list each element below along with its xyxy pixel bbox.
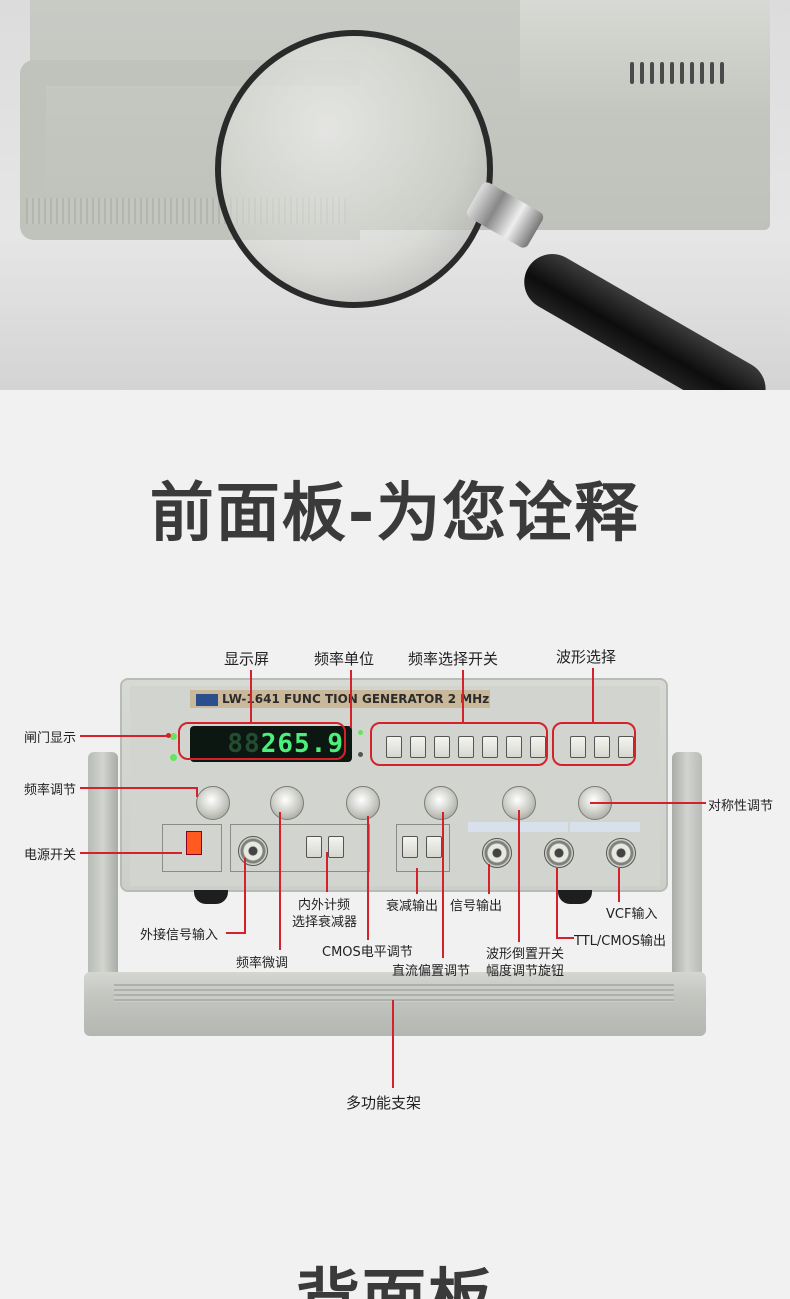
callout-inv-1: 波形倒置开关 <box>486 947 565 962</box>
callout-stand: 多功能支架 <box>346 1094 422 1112</box>
brand-logo <box>196 693 218 706</box>
callout-range-switch: 频率选择开关 <box>408 650 499 668</box>
att-40db-button[interactable] <box>426 836 442 858</box>
function-button[interactable] <box>594 736 610 758</box>
range-button[interactable] <box>458 736 474 758</box>
function-button[interactable] <box>570 736 586 758</box>
counter-att-button[interactable] <box>328 836 344 858</box>
gate-led <box>170 733 177 740</box>
callout-ext-input: 外接信号输入 <box>140 928 219 943</box>
range-button[interactable] <box>434 736 450 758</box>
stand-grip <box>84 972 706 1036</box>
int-ext-button[interactable] <box>306 836 322 858</box>
power-box <box>162 824 222 872</box>
frequency-knob[interactable] <box>196 786 230 820</box>
hz-led <box>358 730 363 735</box>
counter-box <box>230 824 370 872</box>
vent-slot <box>710 62 714 84</box>
callout-power: 电源开关 <box>24 848 77 863</box>
callout-freq-adjust: 频率调节 <box>24 783 77 798</box>
highlight-function <box>552 722 636 766</box>
vent-slot <box>720 62 724 84</box>
section-title: 前面板-为您诠释 <box>149 477 641 551</box>
magnifier-handle <box>514 243 776 390</box>
callout-vcf: VCF输入 <box>606 907 658 922</box>
vent-slot <box>680 62 684 84</box>
callout-dc-offset: 直流偏置调节 <box>392 964 471 979</box>
ttl-out-bnc-connector-icon[interactable] <box>544 838 574 868</box>
att-20db-button[interactable] <box>402 836 418 858</box>
counter-input-bnc-connector-icon[interactable] <box>238 836 268 866</box>
output-bnc-connector-icon[interactable] <box>482 838 512 868</box>
callout-att-out: 衰减输出 <box>386 899 439 914</box>
product-photo-top <box>0 0 790 390</box>
range-button[interactable] <box>482 736 498 758</box>
panel-face: LW-1641 FUNC TION GENERATOR 2 MHz 88265.… <box>130 686 660 886</box>
function-generator-front-panel: LW-1641 FUNC TION GENERATOR 2 MHz 88265.… <box>120 678 668 904</box>
gate-led <box>170 754 177 761</box>
att-box <box>396 824 450 872</box>
callout-waveform: 波形选择 <box>556 648 617 666</box>
callout-int-ext-2: 选择衰减器 <box>292 915 358 930</box>
highlight-range <box>370 722 548 766</box>
device-foot <box>194 890 228 904</box>
power-switch[interactable] <box>186 831 202 855</box>
callout-fine: 频率微调 <box>236 956 289 971</box>
device-case-top <box>520 0 770 110</box>
device-foot <box>558 890 592 904</box>
callout-display: 显示屏 <box>224 650 270 668</box>
stand-side-left <box>88 752 118 1012</box>
stand-side-right <box>672 752 702 1012</box>
vent-slot <box>650 62 654 84</box>
callout-ttl: TTL/CMOS输出 <box>574 934 667 949</box>
cmos-level-knob[interactable] <box>346 786 380 820</box>
vent-slot <box>660 62 664 84</box>
callout-inv-2: 幅度调节旋钮 <box>486 964 565 979</box>
callout-gate: 闸门显示 <box>24 731 77 746</box>
vcf-strip <box>570 822 640 832</box>
model-label: LW-1641 FUNC TION GENERATOR 2 MHz <box>190 690 490 708</box>
vent-slot <box>630 62 634 84</box>
vent-slot <box>640 62 644 84</box>
vent-slot <box>700 62 704 84</box>
highlight-display <box>178 722 346 760</box>
range-button[interactable] <box>386 736 402 758</box>
callout-signal-out: 信号输出 <box>450 899 503 914</box>
range-button[interactable] <box>410 736 426 758</box>
callout-int-ext-1: 内外计频 <box>298 898 351 913</box>
vcf-in-bnc-connector-icon[interactable] <box>606 838 636 868</box>
dc-offset-knob[interactable] <box>424 786 458 820</box>
range-button[interactable] <box>506 736 522 758</box>
vent-slot <box>690 62 694 84</box>
callout-symmetry: 对称性调节 <box>708 799 774 814</box>
fine-knob[interactable] <box>270 786 304 820</box>
khz-led <box>358 752 363 757</box>
callout-freq-unit: 频率单位 <box>314 650 375 668</box>
vent-slot <box>670 62 674 84</box>
callout-cmos: CMOS电平调节 <box>322 945 413 960</box>
next-section-title: 背面板 <box>0 1248 790 1299</box>
frequency-display: 88265.9 <box>190 726 352 762</box>
magnifier-icon <box>215 30 493 308</box>
